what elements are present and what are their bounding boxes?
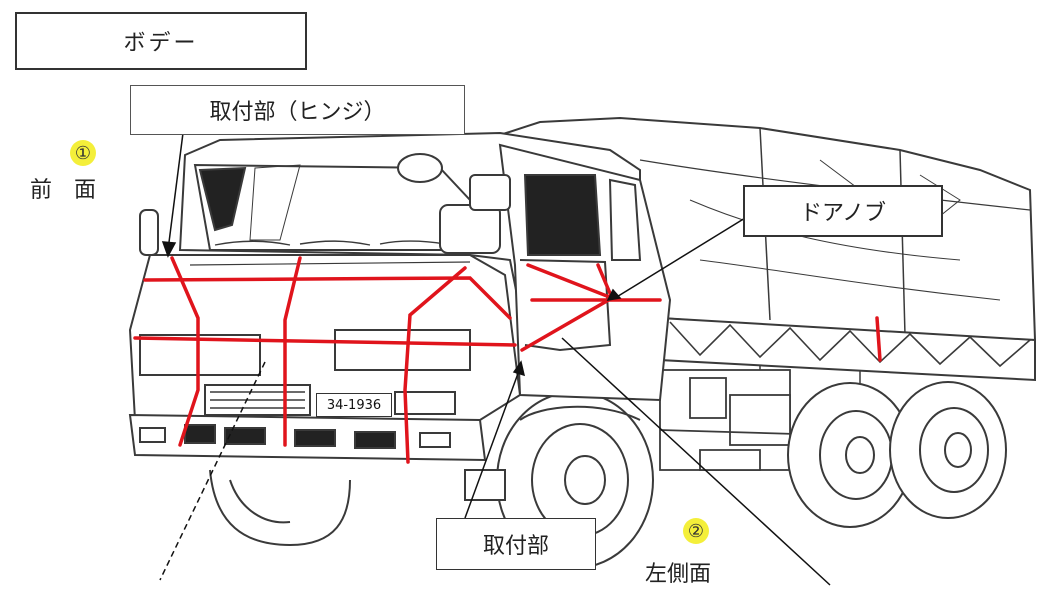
- body-label-box: ボデー: [15, 12, 307, 70]
- license-plate: 34-1936: [316, 393, 392, 417]
- door-knob-label-box: ドアノブ: [743, 185, 943, 237]
- door-knob-label: ドアノブ: [799, 201, 887, 226]
- hinge-mount-label: 取付部（ヒンジ）: [209, 100, 386, 125]
- cab-body: [128, 131, 672, 501]
- front-view-number: ①: [70, 140, 96, 166]
- rear-wheel-1: [787, 382, 913, 528]
- body-label: ボデー: [123, 31, 199, 56]
- chassis: [659, 369, 1001, 471]
- mount-label: 取付部: [482, 534, 549, 559]
- left-side-view-label: 左側面: [645, 562, 712, 587]
- mount-label-box: 取付部: [436, 518, 596, 570]
- red-tape-lines: [133, 256, 882, 464]
- hinge-mount-label-box: 取付部（ヒンジ）: [130, 85, 465, 135]
- front-view-label: 前 面: [30, 178, 97, 203]
- rear-wheel-2: [889, 381, 1007, 519]
- callout-leaders: [159, 132, 831, 586]
- front-right-wheel: [209, 469, 351, 547]
- left-side-view-number: ②: [683, 518, 709, 544]
